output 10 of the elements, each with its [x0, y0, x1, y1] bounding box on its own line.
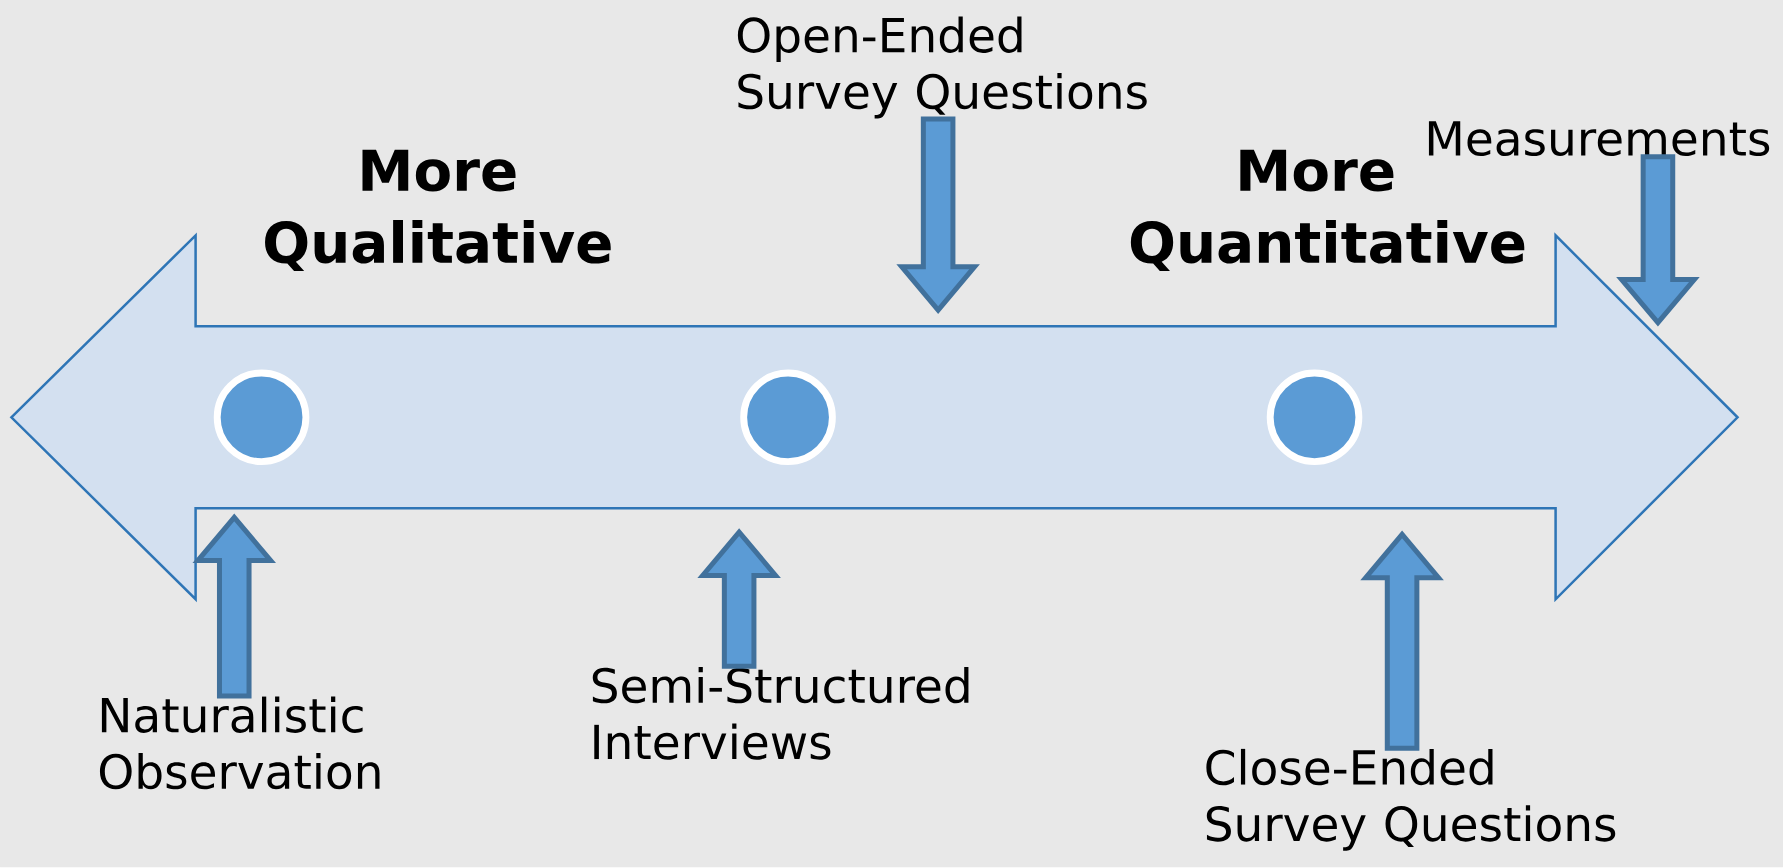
block-arrow	[697, 528, 781, 670]
block-arrow	[896, 116, 980, 315]
text-label: Semi-Structured Interviews	[592, 667, 969, 760]
block-arrow	[1360, 530, 1444, 751]
text-label: Close-Ended Survey Questions	[1206, 749, 1616, 851]
block-arrow	[1616, 154, 1700, 327]
text-label: Open-Ended Survey Questions	[737, 16, 1147, 119]
text-label: Naturalistic Observation	[99, 696, 380, 790]
block-arrow	[192, 513, 277, 699]
heading: More Qualitative	[265, 149, 611, 272]
